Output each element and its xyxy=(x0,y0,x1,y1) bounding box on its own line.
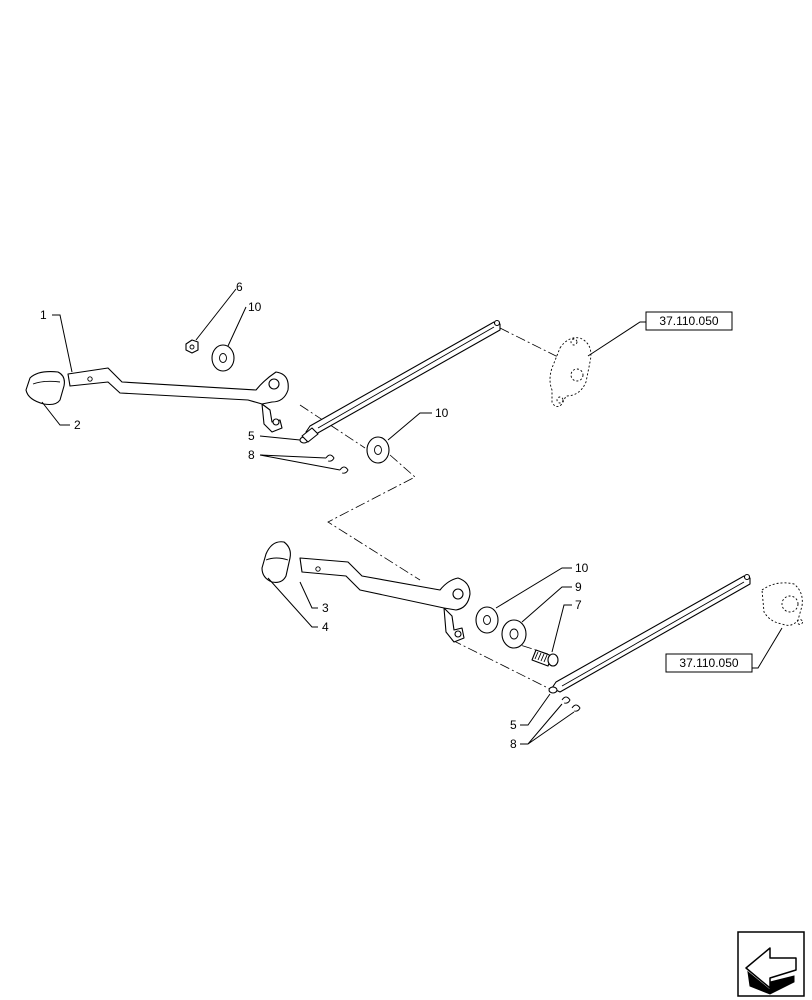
washer-upper-1 xyxy=(211,344,235,372)
callout-9: 9 xyxy=(575,580,582,594)
callout-10-lower: 10 xyxy=(575,561,589,575)
clip-lower-2 xyxy=(571,704,581,712)
callout-10-upper-left: 10 xyxy=(248,300,262,314)
pedal-arm-upper xyxy=(67,367,289,405)
washer-upper-2 xyxy=(366,436,390,464)
lower-pedal-assembly xyxy=(261,541,803,712)
reference-label-lower: 37.110.050 xyxy=(679,656,738,670)
reference-label-upper: 37.110.050 xyxy=(659,314,718,328)
callout-5-upper: 5 xyxy=(248,429,255,443)
referenced-component-lower xyxy=(761,582,803,626)
callout-7: 7 xyxy=(575,598,582,612)
reference-box-upper[interactable]: 37.110.050 xyxy=(645,311,733,331)
callout-4: 4 xyxy=(322,620,329,634)
washer-lower-10 xyxy=(475,606,499,634)
next-page-arrow-icon[interactable] xyxy=(737,931,805,997)
callout-8-upper: 8 xyxy=(248,448,255,462)
rod-upper xyxy=(305,321,501,435)
callout-2: 2 xyxy=(74,418,81,432)
bolt-lower xyxy=(531,649,559,667)
clip-upper-2 xyxy=(339,466,349,474)
reference-box-lower[interactable]: 37.110.050 xyxy=(665,653,753,673)
clip-upper-1 xyxy=(325,454,335,462)
pedal-pad-lower xyxy=(261,541,291,583)
leader-lines xyxy=(41,288,783,745)
callout-1: 1 xyxy=(40,308,47,322)
callout-3: 3 xyxy=(322,601,329,615)
upper-pedal-assembly xyxy=(25,319,592,474)
callout-8-lower: 8 xyxy=(510,737,517,751)
callout-5-lower: 5 xyxy=(510,718,517,732)
clip-lower-1 xyxy=(561,696,571,704)
nut-upper xyxy=(185,339,199,354)
referenced-component-upper xyxy=(549,337,592,407)
pedal-pad-upper xyxy=(25,371,65,406)
callout-labels: 1 2 6 10 5 8 10 3 4 10 9 7 5 8 xyxy=(40,280,589,751)
pedal-arm-lower xyxy=(299,557,471,611)
washer-lower-9 xyxy=(501,619,527,649)
callout-6: 6 xyxy=(236,280,243,294)
callout-10-upper-right: 10 xyxy=(435,406,449,420)
